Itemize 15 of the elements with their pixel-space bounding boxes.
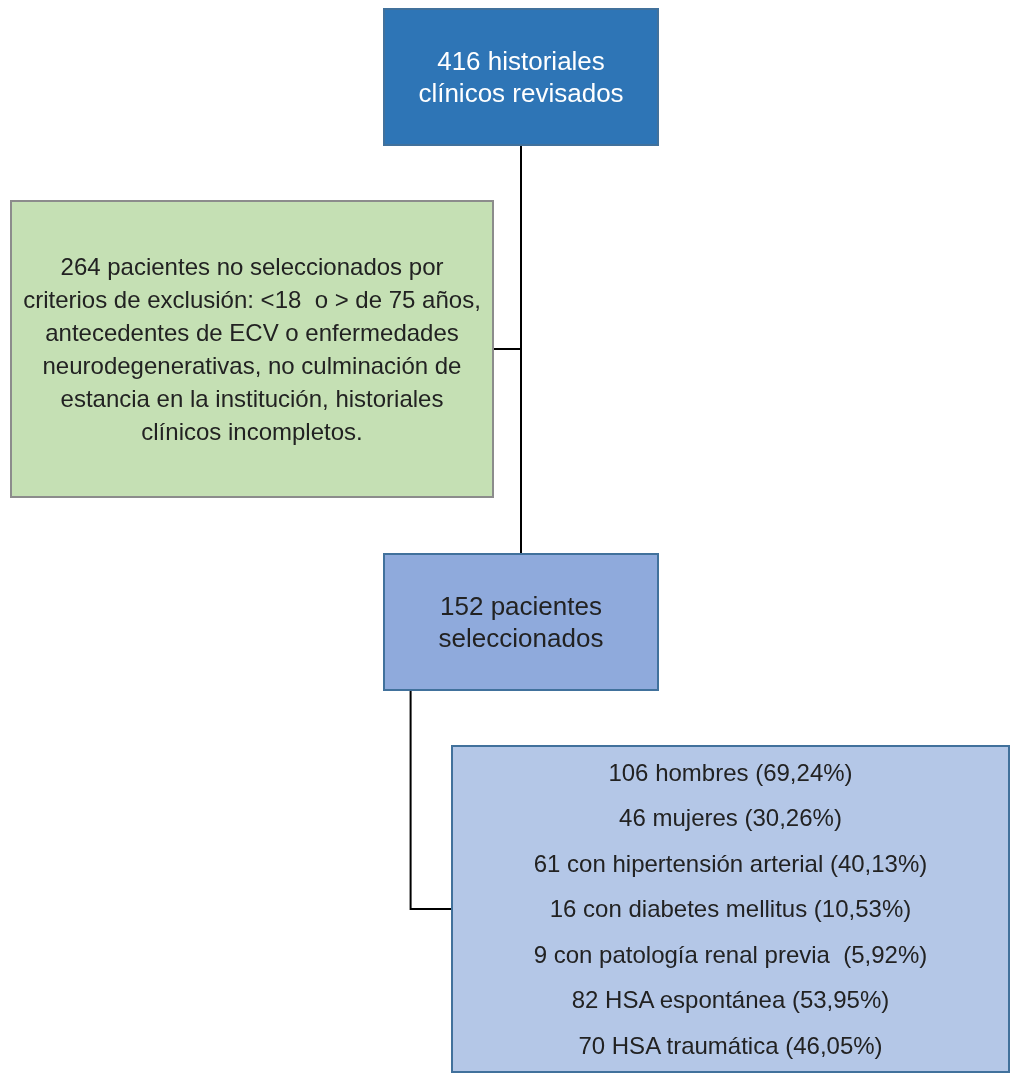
process-box bbox=[383, 8, 659, 146]
node-text: 16 con diabetes mellitus (10,53%) bbox=[549, 894, 912, 925]
node-text: 106 hombres (69,24%) bbox=[608, 757, 853, 788]
node-text: 70 HSA traumática (46,05%) bbox=[578, 1030, 883, 1061]
node-text: 152 pacientes seleccionados bbox=[437, 590, 605, 654]
node-text: 46 mujeres (30,26%) bbox=[619, 803, 842, 834]
node-text: 264 pacientes no seleccionados por criterios de exclusión: <18 o > de 75 años, antecedentes de ECV o enfermedades neurodegenerativas, no culminación de estancia en la institución, historiales clínicos incompletos. bbox=[22, 252, 482, 447]
exclusion-box bbox=[10, 200, 494, 498]
node-text: 416 historiales clínicos revisados bbox=[417, 45, 625, 109]
node-text: 61 con hipertensión arterial (40,13%) bbox=[533, 848, 928, 879]
node-text: 9 con patología renal previa (5,92%) bbox=[533, 939, 928, 970]
process-box bbox=[383, 553, 659, 691]
connector-line bbox=[409, 690, 452, 910]
characteristics-box bbox=[451, 745, 1010, 1073]
node-text: 82 HSA espontánea (53,95%) bbox=[571, 985, 890, 1016]
